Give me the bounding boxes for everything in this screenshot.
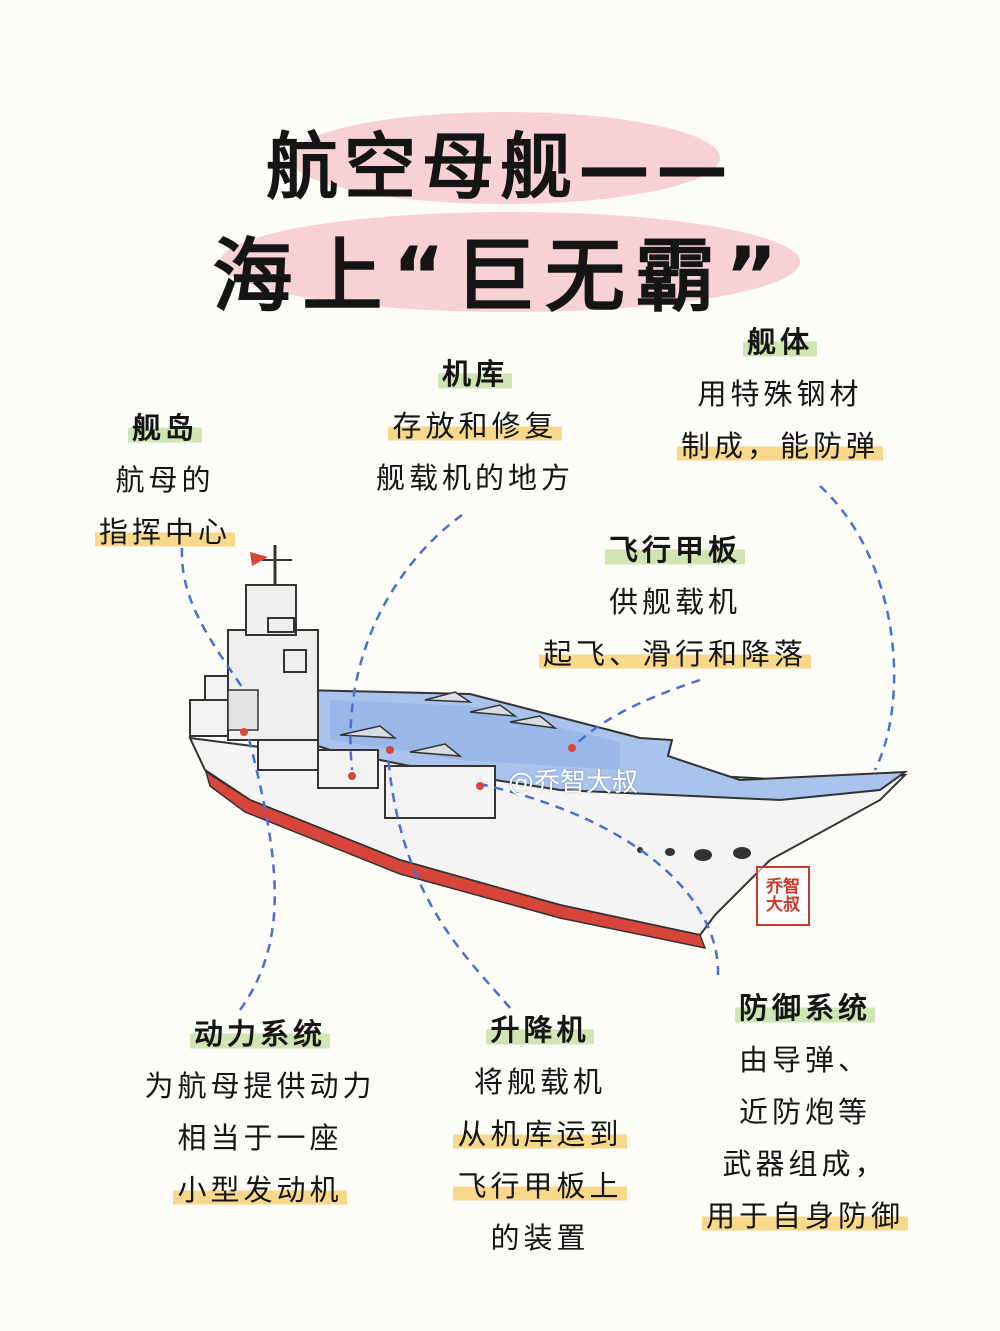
marker-elevator [386, 746, 394, 754]
flag [250, 552, 268, 566]
leader-hull [819, 485, 896, 771]
label-flight-deck-line: 供舰载机 [608, 585, 741, 619]
label-defense-line: 武器组成， [722, 1147, 888, 1181]
porthole [694, 849, 712, 861]
marker-island [240, 728, 248, 736]
title-line-1: 航空母舰—— [265, 125, 734, 209]
marker-dots [240, 728, 576, 790]
hull-waterline [204, 770, 707, 950]
label-power-head: 动力系统 [189, 1017, 330, 1051]
label-flight-deck: 飞行甲板 供舰载机 起飞、滑行和降落 [520, 524, 830, 680]
label-island-head: 舰岛 [127, 411, 202, 445]
porthole [665, 848, 675, 856]
label-defense-line: 由导弹、 [738, 1043, 871, 1077]
island-window [283, 649, 307, 673]
island-upper [245, 584, 297, 636]
label-power-line: 相当于一座 [177, 1121, 343, 1155]
title-blob [220, 212, 800, 312]
deck-shading [330, 700, 620, 770]
label-defense-line: 近防炮等 [738, 1095, 871, 1129]
seal-stamp: 乔智大叔 [756, 866, 810, 926]
label-island-line: 指挥中心 [94, 515, 235, 549]
label-power-line: 小型发动机 [173, 1173, 347, 1207]
label-island-line: 航母的 [115, 463, 215, 497]
island-window [267, 617, 295, 633]
label-elevator-line: 将舰载机 [473, 1065, 606, 1099]
watermark: @乔智大叔 [508, 768, 639, 798]
label-island: 舰岛 航母的 指挥中心 [80, 402, 250, 558]
marker-flight-deck [568, 744, 576, 752]
leader-hangar [349, 513, 463, 771]
label-flight-deck-head: 飞行甲板 [604, 533, 745, 567]
label-defense-line: 用于自身防御 [701, 1199, 908, 1233]
label-elevator-line: 飞行甲板上 [453, 1169, 627, 1203]
label-power: 动力系统 为航母提供动力 相当于一座 小型发动机 [115, 1008, 405, 1216]
label-elevator-line: 的装置 [490, 1221, 590, 1255]
label-hangar: 机库 存放和修复 舰载机的地方 [330, 348, 620, 504]
aircraft-group [339, 691, 558, 757]
label-elevator: 升降机 将舰载机 从机库运到 飞行甲板上 的装置 [425, 1004, 655, 1264]
label-hull: 舰体 用特殊钢材 制成，能防弹 [665, 316, 895, 472]
leader-island [180, 547, 246, 691]
label-flight-deck-line: 起飞、滑行和降落 [538, 637, 811, 671]
label-elevator-head: 升降机 [486, 1013, 594, 1047]
title-blob [290, 112, 720, 204]
leader-flight-deck [571, 678, 701, 749]
sponson [317, 749, 379, 789]
marker-defense [476, 782, 484, 790]
label-elevator-line: 从机库运到 [453, 1117, 627, 1151]
sponson [384, 765, 496, 819]
label-defense: 防御系统 由导弹、 近防炮等 武器组成， 用于自身防御 [690, 982, 920, 1242]
leader-defense [479, 782, 720, 976]
label-hull-line: 制成，能防弹 [676, 429, 883, 463]
label-defense-head: 防御系统 [734, 991, 875, 1025]
leader-elevator [386, 754, 511, 1009]
label-hangar-head: 机库 [437, 357, 512, 391]
label-hull-line: 用特殊钢材 [697, 377, 863, 411]
label-power-line: 为航母提供动力 [144, 1069, 376, 1103]
label-hangar-line: 存放和修复 [388, 409, 562, 443]
sponson [257, 739, 319, 771]
leader-power [238, 734, 276, 1011]
marker-hangar [348, 772, 356, 780]
label-hangar-line: 舰载机的地方 [375, 461, 574, 495]
porthole [733, 847, 751, 859]
title-line-2: 海上“巨无霸” [212, 230, 788, 323]
leader-lines [180, 485, 896, 1011]
label-hull-head: 舰体 [742, 325, 817, 359]
